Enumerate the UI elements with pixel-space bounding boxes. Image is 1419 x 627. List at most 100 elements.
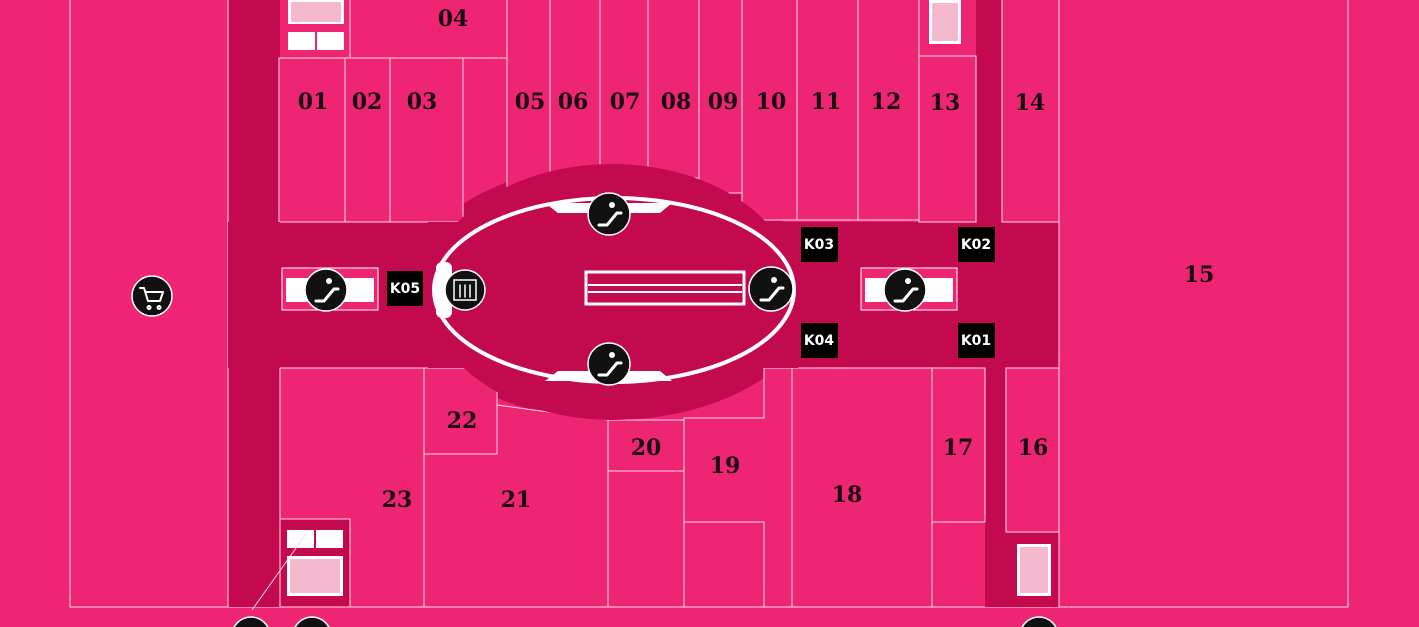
escalator-icon-east[interactable]	[883, 268, 927, 312]
kiosk-k02-box	[958, 227, 995, 262]
unit-13[interactable]	[918, 55, 977, 223]
escalator-icon-center[interactable]	[748, 266, 794, 312]
unit-label-17: 17	[943, 435, 974, 461]
unit-label-02: 02	[352, 89, 383, 115]
escalator-icon-west[interactable]	[304, 268, 348, 312]
central-bridge	[584, 270, 746, 306]
unit-02[interactable]	[344, 57, 391, 223]
escalator-icon-east-circle	[883, 268, 927, 312]
unit-label-06: 06	[558, 89, 589, 115]
unit-label-10: 10	[756, 89, 787, 115]
unit-label-20: 20	[631, 435, 662, 461]
escalator-icon-east-glyph	[893, 287, 919, 303]
unit-label-11: 11	[811, 89, 842, 115]
unit-18[interactable]	[791, 367, 933, 608]
unit-label-07: 07	[610, 89, 641, 115]
unit-16[interactable]	[1005, 367, 1060, 533]
restroom-icon-east[interactable]	[1020, 616, 1058, 627]
west-corridor-junction	[228, 222, 280, 368]
service-vents	[287, 0, 1051, 596]
elevator-shaft	[436, 262, 452, 318]
unit-03[interactable]	[389, 57, 464, 223]
unit-label-22: 22	[447, 408, 478, 434]
kiosk-k03-box	[801, 227, 838, 262]
unit-label-04: 04	[438, 6, 469, 32]
escalator-icon-west-glyph	[314, 287, 340, 303]
unit-label-15: 15	[1184, 262, 1215, 288]
shopping-cart-icon[interactable]	[131, 275, 173, 317]
escalator-icon-west-circle	[304, 268, 348, 312]
unit-04[interactable]	[349, 0, 508, 59]
vent-top-west-small-1	[288, 32, 315, 50]
unit-label-08: 08	[661, 89, 692, 115]
info-icon-west[interactable]	[293, 616, 331, 627]
escalator-icon-east-head	[905, 278, 911, 284]
vent-bottom-east-grille	[1020, 547, 1048, 593]
shopping-cart-icon-circle	[131, 275, 173, 317]
unit-20-annex[interactable]	[607, 470, 685, 608]
unit-15[interactable]	[1058, 0, 1349, 608]
unit-12[interactable]	[857, 0, 920, 221]
escalator-icon-north-glyph	[597, 211, 623, 227]
escalator-icon-center-glyph	[759, 286, 785, 302]
unit-14[interactable]	[1001, 0, 1060, 223]
elevator-icon-frame	[453, 279, 477, 301]
escalator-icon-south-head	[609, 352, 615, 358]
unit-05[interactable]	[506, 0, 551, 189]
kiosk-k05-label: K05	[390, 281, 420, 297]
unit-label-16: 16	[1018, 435, 1049, 461]
kiosk-k01-box	[958, 323, 995, 358]
kiosk-k05-box	[387, 271, 423, 306]
unit-label-01: 01	[298, 89, 329, 115]
unit-11[interactable]	[796, 0, 859, 221]
kiosk-k03[interactable]: K03	[801, 227, 838, 262]
kiosk-k04[interactable]: K04	[801, 323, 838, 358]
escalator-icon-south[interactable]	[587, 342, 631, 386]
unit-label-18: 18	[832, 482, 863, 508]
unit-06[interactable]	[549, 0, 601, 174]
unit-label-23: 23	[382, 487, 413, 513]
escalator-icon-south-circle	[587, 342, 631, 386]
kiosk-k01[interactable]: K01	[958, 323, 995, 358]
vent-bottom-west-small-1	[287, 530, 314, 548]
east-upper-corridor	[976, 0, 1002, 222]
unit-01[interactable]	[278, 57, 346, 223]
east-lower-corridor-a	[985, 368, 1007, 607]
unit-labels: 04 01 02 03 05 06 07 08 09 10 11 12 13 1…	[298, 6, 1215, 513]
unit-19[interactable]	[683, 367, 793, 608]
bridge-outline	[584, 270, 746, 306]
kiosk-k04-label: K04	[804, 333, 835, 349]
elevator-icon[interactable]	[436, 262, 486, 318]
kiosks: K05 K03 K02 K04 K01	[387, 227, 995, 358]
leader-line-west	[251, 533, 307, 611]
escalator-icon-center-circle	[748, 266, 794, 312]
unit-17[interactable]	[931, 367, 986, 523]
escalator-icon-center-head	[771, 277, 777, 283]
unit-label-19: 19	[710, 453, 741, 479]
unit-07[interactable]	[599, 0, 649, 171]
unit-label-05: 05	[515, 89, 546, 115]
kiosk-k05[interactable]: K05	[387, 271, 423, 306]
vent-top-east-grille	[932, 3, 958, 41]
unit-10[interactable]	[741, 0, 798, 221]
escalator-icon-north[interactable]	[587, 192, 631, 236]
vent-bottom-west-grille	[290, 559, 340, 593]
unit-label-13: 13	[930, 90, 961, 116]
escalator-icon-south-glyph	[597, 361, 623, 377]
unit-label-03: 03	[407, 89, 438, 115]
kiosk-k01-label: K01	[961, 333, 991, 349]
unit-label-14: 14	[1015, 90, 1046, 116]
facility-icons	[131, 192, 1058, 627]
shopping-cart-icon-glyph	[139, 287, 164, 310]
kiosk-k02[interactable]: K02	[958, 227, 995, 262]
escalator-icon-north-circle	[587, 192, 631, 236]
kiosk-k04-box	[801, 323, 838, 358]
unit-label-12: 12	[871, 89, 902, 115]
vent-top-west-small-2	[317, 32, 344, 50]
unit-label-09: 09	[708, 89, 739, 115]
elevator-icon-glyph	[459, 284, 471, 298]
escalator-icon-west-head	[326, 278, 332, 284]
escalator-icon-north-head	[609, 202, 615, 208]
restroom-icon-west[interactable]	[232, 616, 270, 627]
